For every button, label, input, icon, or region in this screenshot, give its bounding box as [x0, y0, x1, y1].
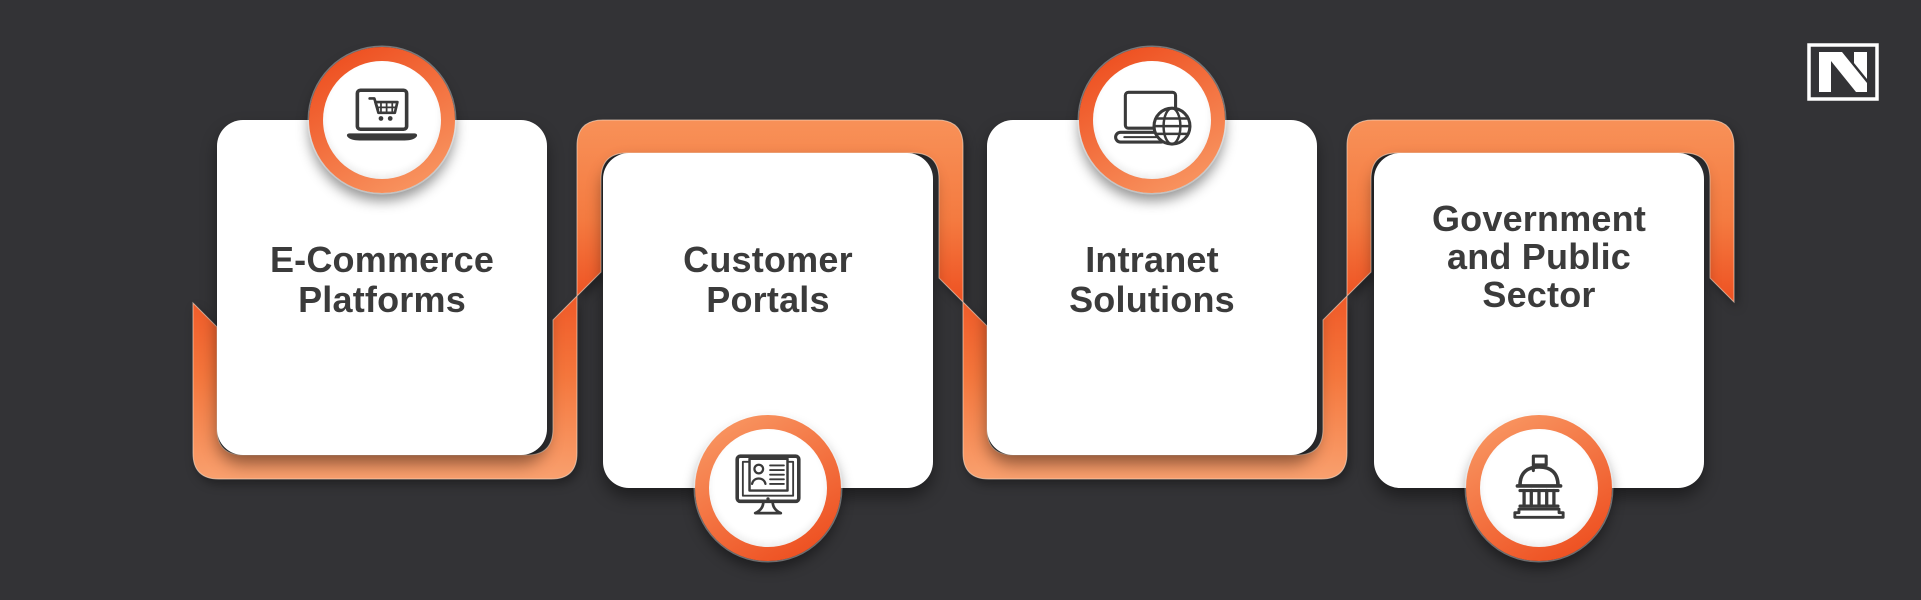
ribbon-under-card-3: [962, 294, 1348, 480]
ribbon-over-card-2: [576, 119, 964, 304]
n-logo-icon: [1807, 43, 1879, 101]
ribbon-over-card-4: [1346, 119, 1735, 304]
laptop-cart-icon: [346, 88, 418, 141]
icon-badge-government: [1466, 415, 1612, 561]
government-building-icon: [1513, 454, 1565, 519]
brand-logo: [1807, 43, 1879, 101]
ribbon-under-card-1: [192, 294, 578, 480]
icon-badge-customer-portals: [695, 415, 841, 561]
icon-badge-intranet: [1079, 47, 1225, 193]
laptop-globe-icon: [1114, 90, 1192, 146]
monitor-id-card-icon: [735, 454, 801, 515]
icon-badge-ecommerce: [309, 47, 455, 193]
